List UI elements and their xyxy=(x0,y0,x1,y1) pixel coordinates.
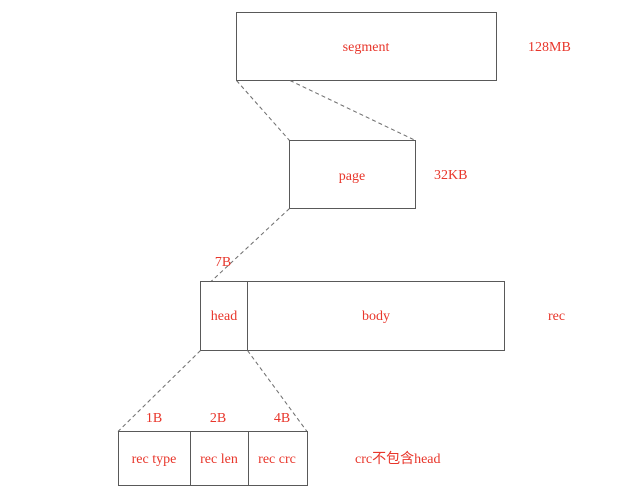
rec-type-label: rec type xyxy=(132,452,177,467)
rec-crc-label: rec crc xyxy=(258,452,296,467)
page-label: page xyxy=(339,169,365,184)
rec-crc-size: 4B xyxy=(274,411,290,426)
page-box xyxy=(289,140,416,209)
page-block: page xyxy=(289,140,416,209)
body-label: body xyxy=(362,309,390,324)
segment-zoom-line-right xyxy=(289,80,416,141)
rec-type-size: 1B xyxy=(146,411,162,426)
rec-len-size: 2B xyxy=(210,411,226,426)
segment-label: segment xyxy=(343,40,390,55)
head-zoom-line-right xyxy=(247,350,308,432)
segment-zoom-line-left xyxy=(236,80,290,141)
head-size-label: 7B xyxy=(215,255,231,270)
head-zoom-line-left xyxy=(117,350,201,432)
head-fields-block: rec type rec len rec crc xyxy=(118,431,308,486)
segment-block: segment xyxy=(236,12,497,81)
page-size: 32KB xyxy=(434,168,467,183)
rec-label: rec xyxy=(548,309,565,324)
rec-block: head body xyxy=(200,281,505,351)
segment-size: 128MB xyxy=(528,40,571,55)
segment-box xyxy=(236,12,497,81)
rec-len-label: rec len xyxy=(200,452,238,467)
page-zoom-line xyxy=(210,208,290,282)
rec-box xyxy=(200,281,505,351)
head-fields-box xyxy=(118,431,308,486)
crc-note: crc不包含head xyxy=(355,451,441,467)
head-label: head xyxy=(211,309,237,324)
